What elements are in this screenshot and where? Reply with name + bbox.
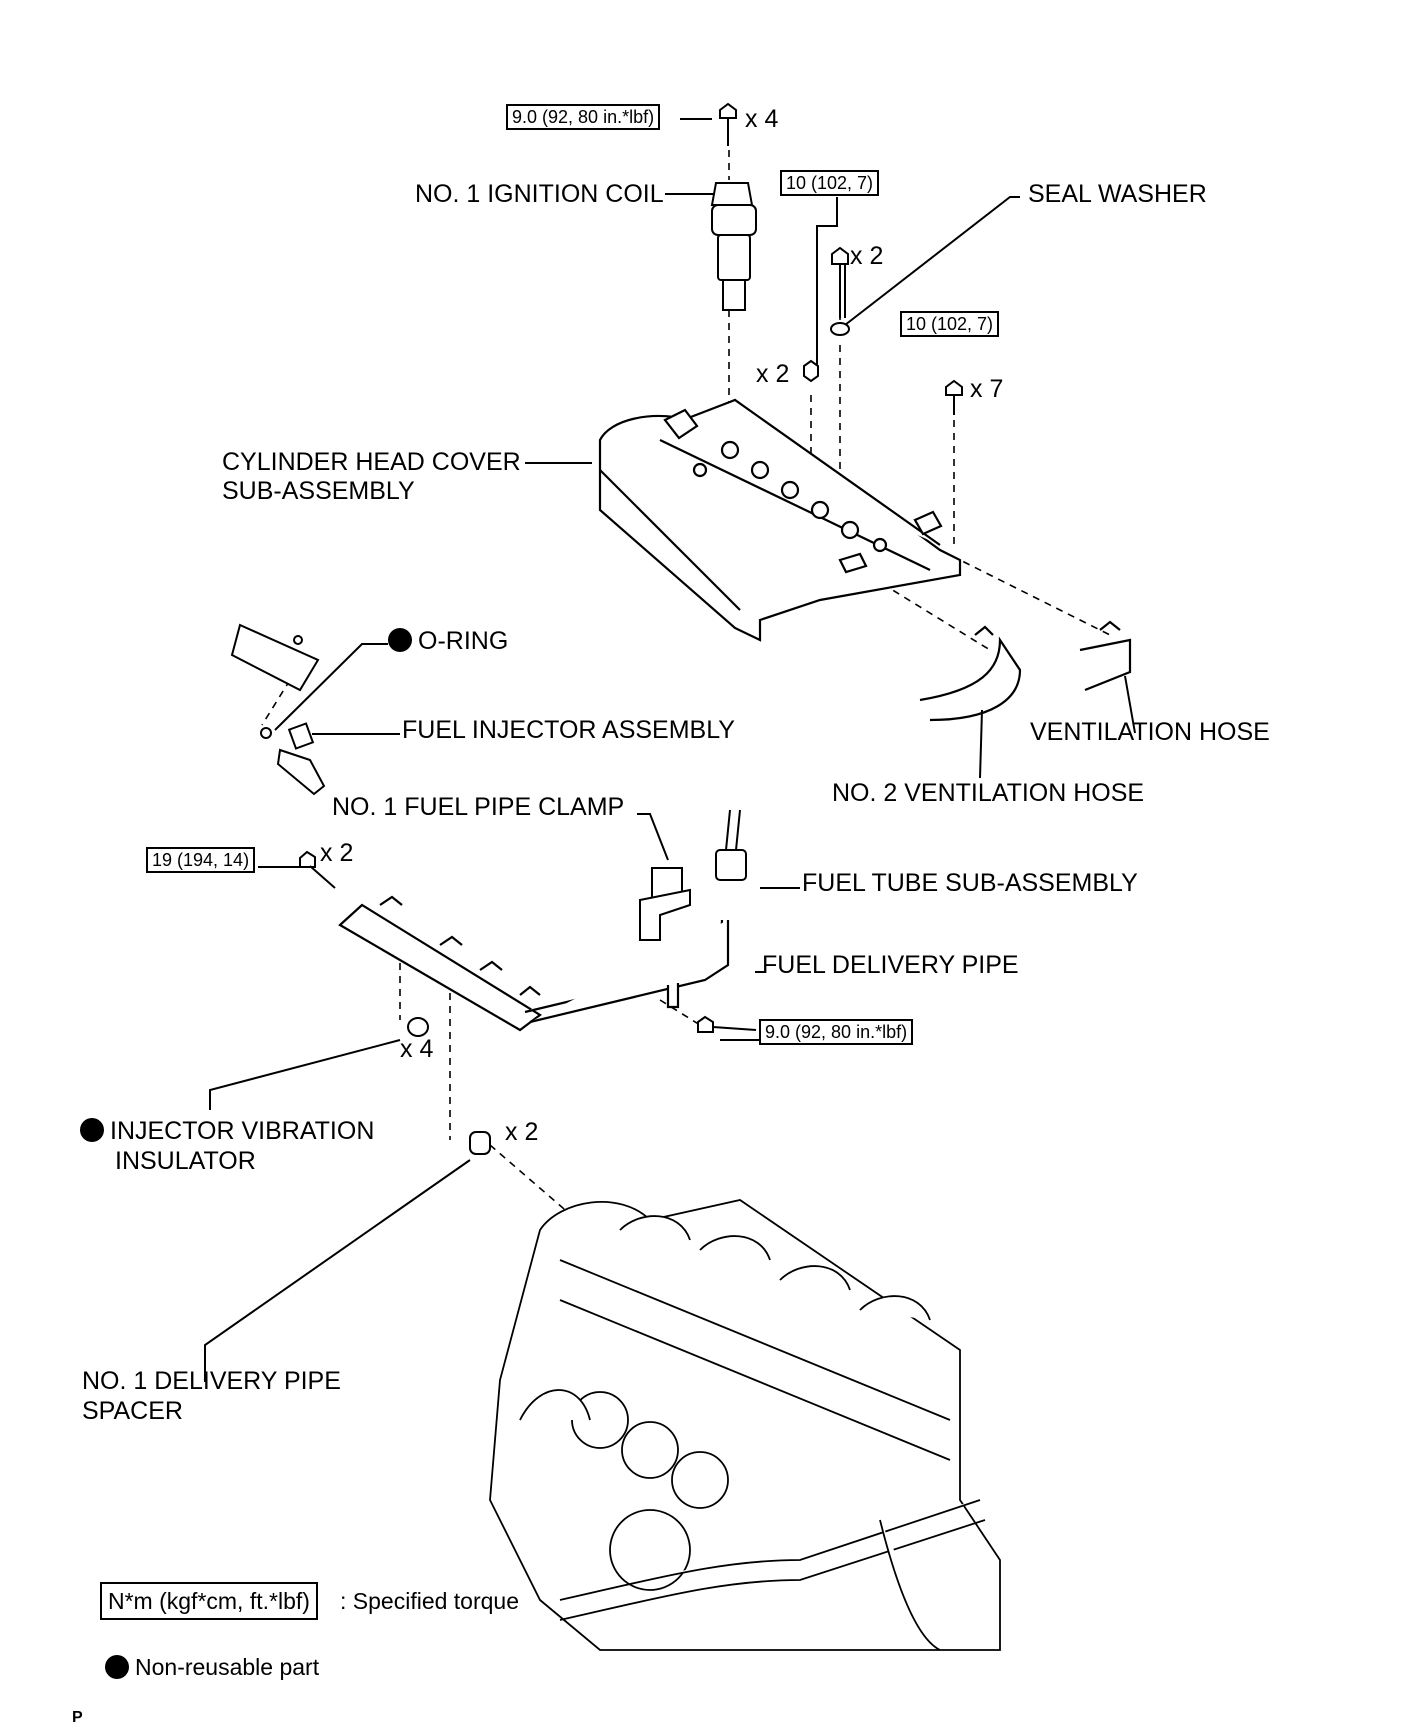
fuel-tube-icon: [715, 809, 747, 881]
injector-insulator-icon: [407, 1017, 429, 1037]
o-ring-icon: [260, 727, 272, 739]
label-head-cover-line1: CYLINDER HEAD COVER: [222, 448, 521, 476]
label-o-ring: O-RING: [388, 626, 508, 656]
cylinder-head-cover-icon: [598, 398, 962, 642]
no2-ventilation-hose-icon: [919, 625, 1022, 722]
torque-box-clamp-bolt: 9.0 (92, 80 in.*lbf): [759, 1019, 914, 1045]
fuel-injector-icon: [276, 722, 326, 796]
non-reusable-marker-icon: [105, 1654, 129, 1679]
cover-bolt-icon: [945, 379, 963, 415]
label-spacer-line1: NO. 1 DELIVERY PIPE: [82, 1367, 341, 1395]
torque-box-seal-bolt: 10 (102, 7): [780, 170, 880, 196]
insulator-text: INJECTOR VIBRATION: [110, 1117, 375, 1145]
torque-box-cover: 10 (102, 7): [900, 311, 1000, 337]
torque-box-coil: 9.0 (92, 80 in.*lbf): [506, 104, 661, 130]
qty-seal-bolt: x 2: [850, 242, 884, 270]
qty-cover: x 7: [970, 375, 1004, 403]
label-ignition-coil: NO. 1 IGNITION COIL: [415, 180, 664, 208]
clamp-bolt-icon: [697, 1015, 757, 1033]
seal-bolt-icon: [831, 246, 849, 318]
torque-value: 10 (102, 7): [906, 314, 994, 334]
ignition-coil-icon: [710, 182, 757, 311]
legend-non-reusable: Non-reusable part: [105, 1652, 319, 1682]
label-fuel-pipe-clamp: NO. 1 FUEL PIPE CLAMP: [332, 793, 625, 821]
qty-pipe-bolt: x 2: [320, 839, 354, 867]
non-reusable-marker-icon: [388, 628, 412, 653]
torque-value: 10 (102, 7): [786, 173, 874, 193]
label-ventilation-hose: VENTILATION HOSE: [1030, 718, 1270, 746]
label-head-cover-line2: SUB-ASSEMBLY: [222, 477, 415, 505]
torque-box-pipe-bolt: 19 (194, 14): [146, 847, 256, 873]
torque-value: 9.0 (92, 80 in.*lbf): [765, 1022, 908, 1042]
seal-washer-icon: [830, 322, 850, 336]
non-reusable-marker-icon: [80, 1118, 104, 1143]
engine-block-icon: [489, 1199, 1001, 1651]
fuel-delivery-pipe-icon: [338, 895, 730, 1032]
legend-non-reusable-text: Non-reusable part: [135, 1654, 320, 1680]
label-fuel-injector: FUEL INJECTOR ASSEMBLY: [402, 716, 735, 744]
qty-insulator: x 4: [400, 1035, 434, 1063]
legend-torque-text: : Specified torque: [340, 1588, 520, 1614]
fuel-pipe-clamp-icon: [639, 867, 691, 941]
qty-nut: x 2: [756, 360, 790, 388]
footer-code: P: [72, 1709, 83, 1726]
legend-torque-unit: N*m (kgf*cm, ft.*lbf): [108, 1588, 310, 1614]
qty-spacer: x 2: [505, 1118, 539, 1146]
label-injector-insulator-line1: INJECTOR VIBRATION: [80, 1116, 374, 1146]
delivery-pipe-spacer-icon: [469, 1131, 491, 1155]
label-fuel-tube: FUEL TUBE SUB-ASSEMBLY: [802, 869, 1138, 897]
legend-torque-unit-box: N*m (kgf*cm, ft.*lbf): [100, 1582, 318, 1620]
label-fuel-delivery-pipe: FUEL DELIVERY PIPE: [762, 951, 1019, 979]
pipe-bolt-icon: [299, 850, 336, 889]
fuel-rail-section-icon: [230, 623, 320, 692]
nut-icon: [803, 359, 819, 383]
qty-coil: x 4: [745, 105, 779, 133]
ventilation-hose-icon: [1079, 620, 1132, 692]
label-spacer-line2: SPACER: [82, 1397, 183, 1425]
coil-bolt-icon: [719, 102, 737, 146]
leader-lines: [204, 118, 1136, 1382]
torque-value: 9.0 (92, 80 in.*lbf): [512, 107, 655, 127]
label-no2-ventilation-hose: NO. 2 VENTILATION HOSE: [832, 779, 1145, 807]
label-injector-insulator-line2: INSULATOR: [115, 1147, 256, 1175]
torque-value: 19 (194, 14): [152, 850, 250, 870]
label-seal-washer: SEAL WASHER: [1028, 180, 1207, 208]
o-ring-text: O-RING: [418, 627, 509, 655]
